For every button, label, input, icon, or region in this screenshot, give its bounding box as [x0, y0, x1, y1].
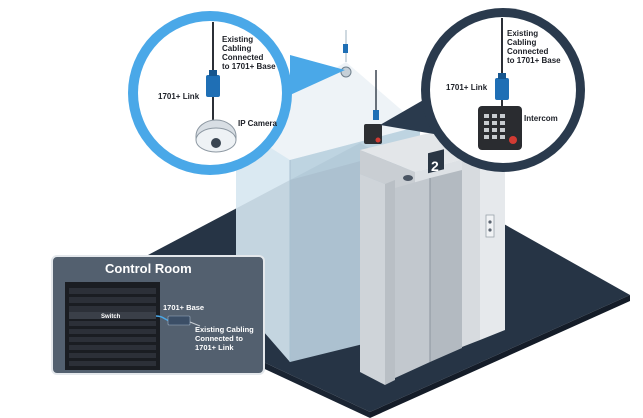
elevator-door-right: [430, 170, 462, 362]
door-frame-header-front: [360, 150, 415, 196]
control-room-cabling-label: Existing Cabling Connected to 1701+ Link: [195, 325, 256, 352]
camera-lens: [211, 138, 221, 148]
shaft-back-panel: [290, 126, 420, 180]
shaft-intercom-button: [375, 137, 381, 143]
intercom-cabling-label: Existing Cabling Connected to 1701+ Base: [507, 29, 561, 65]
intercom-cabling-line-2: Cabling: [507, 38, 536, 47]
base-label: 1701+ Base: [163, 303, 204, 312]
camera-callout-link-icon: [206, 75, 220, 97]
intercom-link-label: 1701+ Link: [446, 83, 488, 92]
camera-label: IP Camera: [238, 119, 278, 128]
call-button-up: [488, 220, 492, 224]
call-button-down: [488, 228, 492, 232]
control-room-title: Control Room: [105, 261, 192, 276]
intercom-callout-link-icon: [495, 78, 509, 100]
switch-unit: [69, 312, 156, 319]
camera-cabling-line-1: Existing: [222, 35, 253, 44]
floor-slab-right-edge: [370, 295, 630, 418]
door-frame-right-post-side: [480, 155, 505, 340]
intercom-call-button: [509, 136, 517, 144]
control-cabling-line-1: Existing Cabling: [195, 325, 254, 334]
call-button-panel: [485, 214, 495, 238]
intercom-cabling-line-4: to 1701+ Base: [507, 56, 561, 65]
elevator-door-left: [395, 178, 430, 378]
door-frame-left-post-side: [385, 180, 395, 385]
floor-indicator: [428, 149, 444, 174]
camera-cabling-line-3: Connected: [222, 53, 263, 62]
floor-number: 2: [431, 158, 439, 174]
control-cabling-line-3: 1701+ Link: [195, 343, 234, 352]
rack-units: [69, 288, 156, 366]
door-frame-right-post: [462, 155, 480, 347]
intercom-label: Intercom: [524, 114, 558, 123]
camera-cabling-line-2: Cabling: [222, 44, 251, 53]
intercom-keypad: [484, 114, 505, 139]
camera-callout-link-icon-detail: [209, 70, 217, 76]
camera-callout-pointer: [290, 55, 345, 95]
camera-cabling-label: Existing Cabling Connected to 1701+ Base: [222, 35, 276, 71]
intercom-cabling-line-3: Connected: [507, 47, 548, 56]
door-frame-left-post: [360, 174, 385, 385]
intercom-cabling-line-1: Existing: [507, 29, 538, 38]
base-unit-icon: [167, 315, 191, 326]
hall-lantern-icon: [403, 175, 413, 181]
shaft-camera-link-icon: [343, 44, 348, 53]
camera-link-label: 1701+ Link: [158, 92, 200, 101]
shaft-camera-icon: [340, 66, 352, 78]
camera-cabling-line-4: to 1701+ Base: [222, 62, 276, 71]
switch-label: Switch: [101, 314, 121, 320]
shaft-intercom-link-icon: [373, 110, 379, 120]
base-to-link-cable: [189, 321, 201, 327]
control-cabling-line-2: Connected to: [195, 334, 243, 343]
intercom-callout-link-icon-detail: [498, 73, 506, 79]
